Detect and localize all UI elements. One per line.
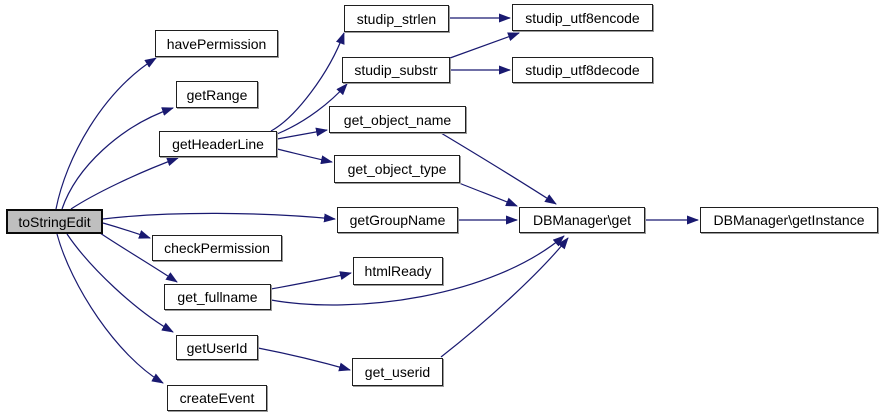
node-get_object_name[interactable]: get_object_name bbox=[329, 106, 466, 133]
node-get_object_type[interactable]: get_object_type bbox=[334, 155, 460, 183]
node-studip_strlen[interactable]: studip_strlen bbox=[344, 5, 449, 32]
edge-toStringEdit-getGroupName bbox=[102, 212, 336, 223]
node-getRange[interactable]: getRange bbox=[176, 81, 258, 108]
node-get_fullname[interactable]: get_fullname bbox=[164, 284, 271, 310]
node-studip_substr[interactable]: studip_substr bbox=[342, 57, 450, 83]
edge-studip_substr-studip_utf8encode bbox=[449, 32, 520, 59]
edge-get_fullname-htmlReady bbox=[270, 271, 352, 290]
edge-toStringEdit-getRange bbox=[61, 107, 174, 210]
edge-get_object_name-DBManager_get bbox=[440, 132, 557, 205]
edge-toStringEdit-havePermission bbox=[55, 57, 157, 210]
node-DBManager_getInstance[interactable]: DBManager\getInstance bbox=[700, 207, 878, 233]
node-get_userid[interactable]: get_userid bbox=[352, 358, 443, 386]
edge-get_fullname-DBManager_get bbox=[270, 235, 565, 306]
edge-toStringEdit-get_fullname bbox=[99, 232, 178, 283]
node-createEvent[interactable]: createEvent bbox=[167, 385, 267, 411]
edge-get_userid-DBManager_get bbox=[440, 237, 569, 358]
node-checkPermission[interactable]: checkPermission bbox=[152, 235, 282, 261]
edge-getHeaderLine-get_object_name bbox=[276, 127, 328, 140]
edge-getUserId-get_userid bbox=[257, 347, 351, 372]
node-studip_utf8encode[interactable]: studip_utf8encode bbox=[512, 4, 653, 31]
edge-toStringEdit-getHeaderLine bbox=[70, 157, 179, 210]
edge-getHeaderLine-studip_strlen bbox=[270, 32, 345, 132]
edge-toStringEdit-checkPermission bbox=[102, 222, 151, 239]
node-toStringEdit: toStringEdit bbox=[6, 209, 103, 234]
edge-getHeaderLine-get_object_type bbox=[276, 148, 333, 165]
edge-getHeaderLine-studip_substr bbox=[276, 83, 348, 135]
node-getUserId[interactable]: getUserId bbox=[176, 335, 258, 360]
node-havePermission[interactable]: havePermission bbox=[155, 30, 278, 57]
node-htmlReady[interactable]: htmlReady bbox=[353, 257, 443, 285]
node-getGroupName[interactable]: getGroupName bbox=[337, 207, 458, 233]
edge-toStringEdit-getUserId bbox=[66, 233, 174, 333]
edge-toStringEdit-createEvent bbox=[56, 233, 164, 384]
node-DBManager_get[interactable]: DBManager\get bbox=[519, 207, 645, 233]
node-studip_utf8decode[interactable]: studip_utf8decode bbox=[512, 57, 653, 83]
edge-get_object_type-DBManager_get bbox=[458, 182, 518, 207]
node-getHeaderLine[interactable]: getHeaderLine bbox=[159, 131, 277, 157]
